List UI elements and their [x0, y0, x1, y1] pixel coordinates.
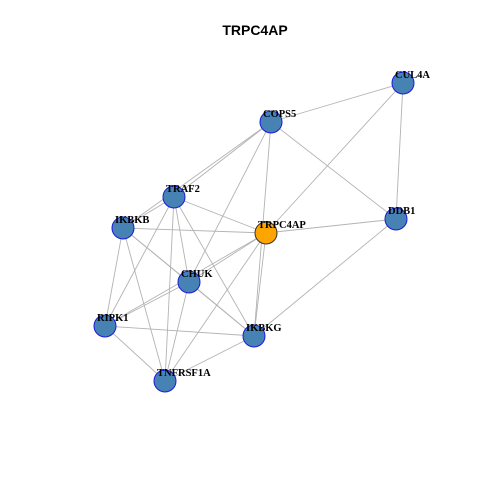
edge-traf2-ripk1	[104, 196, 175, 327]
edge-trpc4ap-ddb1	[265, 218, 397, 234]
edge-cops5-ddb1	[270, 121, 397, 220]
edge-chuk-ripk1	[104, 281, 190, 327]
node-ddb1	[384, 207, 408, 231]
node-label-cul4a: CUL4A	[395, 70, 430, 81]
node-chuk	[177, 270, 201, 294]
node-label-ikbkb: IKBKB	[115, 215, 149, 226]
edge-ikbkg-tnfrsf1a	[164, 335, 255, 382]
node-label-ikbkg: IKBKG	[246, 323, 282, 334]
edge-ikbkb-trpc4ap	[122, 227, 267, 234]
node-label-ddb1: DDB1	[388, 206, 415, 217]
edge-ikbkb-tnfrsf1a	[122, 227, 166, 382]
node-label-cops5: COPS5	[263, 109, 296, 120]
edge-cops5-chuk	[188, 121, 272, 283]
edge-cul4a-cops5	[270, 82, 404, 123]
edge-cul4a-trpc4ap	[265, 82, 404, 234]
edge-trpc4ap-chuk	[188, 232, 267, 283]
node-label-ripk1: RIPK1	[97, 313, 129, 324]
edge-ddb1-ikbkg	[253, 218, 397, 337]
edge-ikbkb-ripk1	[104, 227, 124, 327]
node-tnfrsf1a	[153, 369, 177, 393]
edge-cul4a-ddb1	[395, 82, 404, 220]
edge-traf2-trpc4ap	[173, 196, 267, 234]
edge-trpc4ap-tnfrsf1a	[164, 232, 267, 382]
edge-ripk1-tnfrsf1a	[104, 325, 166, 382]
node-label-chuk: CHUK	[181, 269, 213, 280]
node-trpc4ap	[254, 221, 278, 245]
edge-traf2-chuk	[173, 196, 190, 283]
edge-trpc4ap-ikbkg	[253, 232, 267, 337]
node-ripk1	[93, 314, 117, 338]
node-ikbkb	[111, 216, 135, 240]
edge-ripk1-ikbkg	[104, 325, 255, 337]
node-label-traf2: TRAF2	[166, 184, 200, 195]
graph-title: TRPC4AP	[222, 22, 287, 38]
node-cops5	[259, 110, 283, 134]
nodes-layer	[93, 71, 415, 393]
node-label-trpc4ap: TRPC4AP	[258, 220, 306, 231]
edge-chuk-ikbkg	[188, 281, 255, 337]
node-cul4a	[391, 71, 415, 95]
edge-chuk-tnfrsf1a	[164, 281, 190, 382]
node-label-tnfrsf1a: TNFRSF1A	[157, 368, 211, 379]
edge-cops5-ikbkb	[122, 121, 272, 229]
node-traf2	[162, 185, 186, 209]
node-ikbkg	[242, 324, 266, 348]
edge-cops5-traf2	[173, 121, 272, 198]
